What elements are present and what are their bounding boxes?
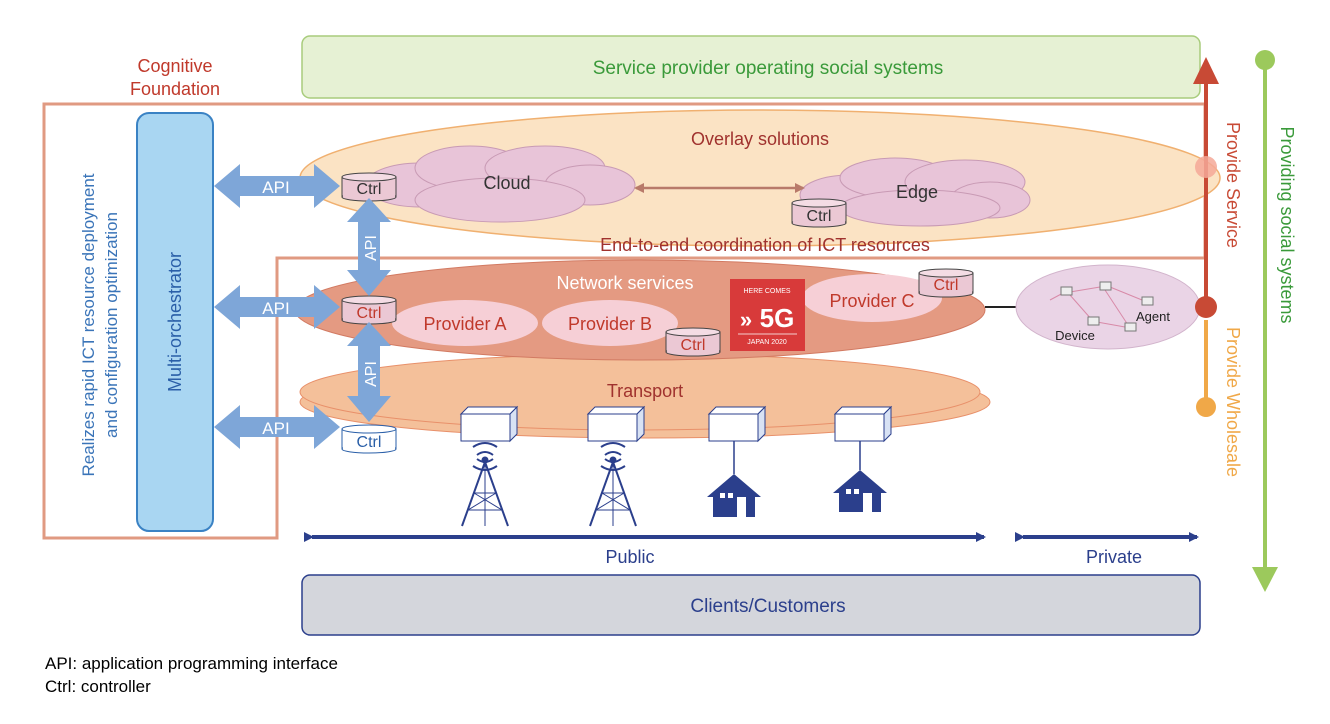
ctrl-provider-b-label: Ctrl: [681, 337, 706, 354]
5g-chevron-icon: »: [740, 307, 752, 332]
multi-orchestrator-box: [136, 112, 214, 532]
multi-orchestrator-label: Multi-orchestrator: [165, 252, 185, 392]
5g-badge-top: HERE COMES: [743, 288, 790, 295]
api-label-vertical-lower: API: [363, 361, 380, 387]
transport-title: Transport: [607, 381, 683, 401]
ctrl-transport-cylinder: Ctrl: [341, 424, 397, 454]
provide-wholesale-label: Provide Wholesale: [1223, 327, 1243, 477]
left-vertical-line1: Realizes rapid ICT resource deployment: [79, 173, 98, 476]
node-box-2: [586, 405, 646, 443]
api-label-network: API: [262, 299, 289, 318]
provide-service-arrowhead: [1193, 57, 1219, 84]
service-provider-bar: [301, 35, 1201, 99]
antenna-tower-icon-2: [589, 442, 637, 527]
provide-wholesale-node: [1196, 397, 1216, 417]
ctrl-cloud-label: Ctrl: [357, 181, 382, 198]
5g-badge-bottom: JAPAN 2020: [747, 339, 787, 346]
social-systems-arrowhead: [1252, 567, 1278, 592]
ctrl-network-label: Ctrl: [357, 305, 382, 322]
private-network-ellipse: [1015, 264, 1201, 350]
provider-b-label: Provider B: [568, 314, 652, 334]
provide-service-node-top: [1195, 156, 1217, 178]
house-icon-2: [833, 470, 887, 512]
ctrl-edge-label: Ctrl: [807, 208, 832, 225]
api-arrow-overlay: API: [214, 164, 340, 208]
legend-ctrl: Ctrl: controller: [45, 677, 151, 696]
api-label-vertical-upper: API: [363, 235, 380, 261]
ctrl-cloud-cylinder: Ctrl: [341, 172, 397, 202]
cognitive-foundation-line2: Foundation: [130, 79, 220, 99]
agent-label: Agent: [1136, 309, 1170, 324]
5g-badge-main: 5G: [760, 303, 795, 333]
house-icon-1: [707, 474, 761, 517]
network-services-title: Network services: [556, 273, 693, 293]
service-provider-label: Service provider operating social system…: [593, 58, 944, 79]
node-box-1: [459, 405, 519, 443]
antenna-tower-icon-1: [461, 442, 509, 527]
node-box-3: [707, 405, 767, 443]
5g-badge: HERE COMES » 5G JAPAN 2020: [730, 279, 805, 351]
social-systems-node: [1255, 50, 1275, 70]
providing-social-label: Providing social systems: [1277, 126, 1297, 323]
ctrl-provider-c-cylinder: Ctrl: [918, 268, 974, 298]
api-arrow-vertical-upper: API: [347, 198, 391, 296]
clients-customers-label: Clients/Customers: [690, 596, 845, 617]
edge-label: Edge: [896, 182, 938, 202]
public-label: Public: [605, 547, 654, 567]
provider-a-ellipse: [392, 300, 538, 346]
node-box-4: [833, 405, 893, 443]
cognitive-foundation-line1: Cognitive: [137, 56, 212, 76]
provider-c-ellipse: [802, 274, 942, 322]
api-arrow-network: API: [214, 285, 340, 329]
overlay-title: Overlay solutions: [691, 129, 829, 149]
ctrl-edge-cylinder: Ctrl: [791, 198, 847, 228]
ctrl-network-cylinder: Ctrl: [341, 295, 397, 325]
api-label-transport: API: [262, 419, 289, 438]
ctrl-provider-c-label: Ctrl: [934, 277, 959, 294]
ctrl-provider-b-cylinder: Ctrl: [665, 327, 721, 357]
api-label-overlay: API: [262, 178, 289, 197]
clients-customers-bar: [301, 574, 1201, 636]
cloud-label: Cloud: [483, 173, 530, 193]
provider-c-label: Provider C: [829, 291, 914, 311]
api-arrow-vertical-lower: API: [347, 322, 391, 422]
device-label: Device: [1055, 328, 1095, 343]
private-network-links: [1049, 286, 1143, 328]
ctrl-transport-label: Ctrl: [357, 434, 382, 451]
api-arrow-transport: API: [214, 405, 340, 449]
left-vertical-line2: and configuration optimization: [102, 212, 121, 438]
e2e-coordination-label: End-to-end coordination of ICT resources: [600, 235, 930, 255]
provider-a-label: Provider A: [423, 314, 506, 334]
private-label: Private: [1086, 547, 1142, 567]
provide-service-label: Provide Service: [1223, 122, 1243, 248]
provide-service-node: [1195, 296, 1217, 318]
provider-b-ellipse: [542, 300, 678, 346]
legend-api: API: application programming interface: [45, 654, 338, 673]
device-node-icons: [1060, 281, 1154, 332]
